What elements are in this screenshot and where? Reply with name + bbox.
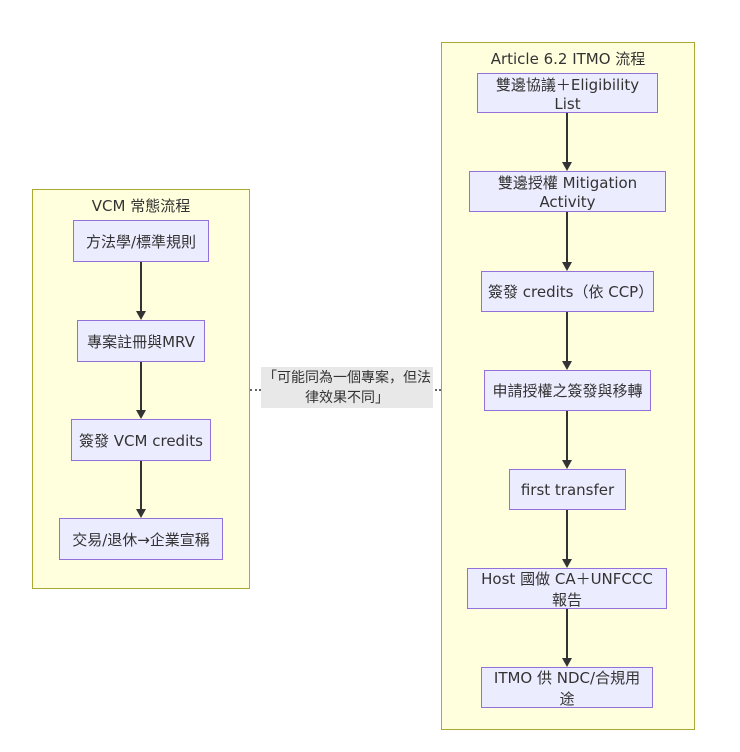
node-itmo-ndc-compliance-use: ITMO 供 NDC/合規用途 [481, 667, 653, 708]
arrow-line [566, 312, 568, 361]
node-vcm-registration-mrv: 專案註冊與MRV [77, 320, 205, 362]
node-itmo-apply-authorization: 申請授權之簽發與移轉 [484, 370, 651, 411]
cluster-itmo: Article 6.2 ITMO 流程 [441, 42, 695, 730]
arrow-down-icon [562, 460, 572, 469]
arrow-down-icon [562, 559, 572, 568]
node-itmo-bilateral-agreement: 雙邊協議＋Eligibility List [477, 73, 658, 113]
arrow-line [140, 262, 142, 311]
arrow-down-icon [136, 410, 146, 419]
arrow-line [566, 411, 568, 460]
arrow-line [566, 113, 568, 162]
arrow-down-icon [562, 361, 572, 370]
node-itmo-host-ca-unfccc-report: Host 國做 CA＋UNFCCC 報告 [467, 568, 667, 609]
arrow-down-icon [136, 509, 146, 518]
node-itmo-issue-credits-ccp: 簽發 credits（依 CCP） [481, 271, 654, 312]
node-vcm-issue-credits: 簽發 VCM credits [71, 419, 211, 461]
arrow-line [566, 510, 568, 559]
arrow-down-icon [136, 311, 146, 320]
arrow-down-icon [562, 162, 572, 171]
arrow-line [566, 212, 568, 262]
connector-label: 「可能同為一個專案，但法律效果不同」 [261, 367, 433, 408]
arrow-down-icon [562, 658, 572, 667]
node-vcm-methodology: 方法學/標準規則 [73, 220, 209, 262]
arrow-line [140, 362, 142, 410]
arrow-line [140, 461, 142, 509]
arrow-line [566, 609, 568, 658]
arrow-down-icon [562, 262, 572, 271]
cluster-itmo-title: Article 6.2 ITMO 流程 [490, 50, 646, 68]
node-vcm-trade-retire-claim: 交易/退休→企業宣稱 [59, 518, 223, 560]
node-itmo-first-transfer: first transfer [509, 469, 626, 510]
cluster-vcm-title: VCM 常態流程 [91, 197, 191, 215]
node-itmo-authorized-activity: 雙邊授權 Mitigation Activity [469, 171, 666, 212]
